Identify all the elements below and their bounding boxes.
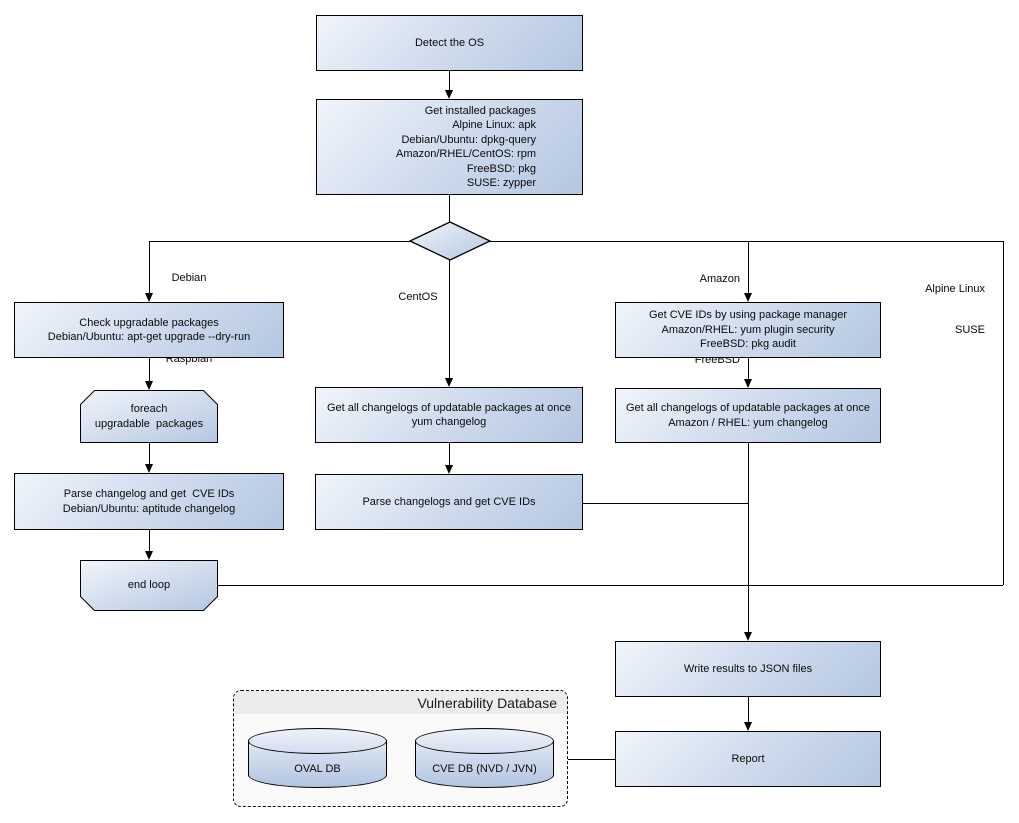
node-write-results: Write results to JSON files	[615, 641, 881, 697]
edge-label-alpine: Alpine Linux SUSE	[925, 283, 985, 336]
arrowhead	[744, 632, 752, 641]
edge-endloop-join	[218, 585, 1003, 586]
edge-amazon-down	[748, 241, 749, 294]
arrowhead	[744, 293, 752, 302]
edge-foreach-to-parse	[149, 443, 150, 465]
edge-yum-to-parse	[449, 443, 450, 466]
edge-detect-to-installed	[449, 71, 450, 91]
node-parse-changelogs-centos: Parse changelogs and get CVE IDs	[315, 474, 583, 530]
oval-db-label: OVAL DB	[294, 763, 341, 775]
cve-db-cylinder: CVE DB (NVD / JVN)	[415, 728, 554, 788]
arrowhead	[744, 379, 752, 388]
arrowhead	[445, 378, 453, 387]
arrowhead	[445, 465, 453, 474]
edge-db-to-report	[554, 759, 615, 760]
node-report: Report	[615, 731, 881, 787]
foreach-loop-shape	[80, 390, 218, 443]
vulnerability-database-title: Vulnerability Database	[234, 691, 567, 714]
edge-decision-left	[149, 241, 410, 242]
edge-cve-to-changelogs	[748, 358, 749, 380]
edge-check-to-foreach	[149, 358, 150, 382]
node-get-changelogs-yum: Get all changelogs of updatable packages…	[315, 387, 583, 443]
edge-write-to-report	[748, 697, 749, 723]
node-get-installed-packages: Get installed packages Alpine Linux: apk…	[316, 99, 583, 195]
node-check-upgradable: Check upgradable packages Debian/Ubuntu:…	[14, 302, 284, 358]
arrowhead	[145, 551, 153, 560]
database-cylinder-top	[248, 728, 387, 754]
node-get-changelogs-amazon: Get all changelogs of updatable packages…	[615, 388, 881, 443]
edge-parse-to-endloop	[149, 530, 150, 552]
decision-diamond	[409, 221, 491, 261]
edge-label-centos: CentOS	[398, 291, 438, 303]
edge-decision-right	[490, 241, 1003, 242]
database-cylinder-top	[415, 728, 554, 754]
arrowhead	[145, 381, 153, 390]
edge-installed-to-decision	[449, 195, 450, 222]
edge-down-to-write	[748, 443, 749, 633]
end-loop-shape	[80, 560, 218, 611]
cve-db-label: CVE DB (NVD / JVN)	[432, 763, 537, 775]
edge-alpine-down	[1003, 241, 1004, 585]
edge-centos-down	[449, 260, 450, 379]
oval-db-cylinder: OVAL DB	[248, 728, 387, 788]
arrowhead	[145, 293, 153, 302]
edge-debian-down	[149, 241, 150, 294]
edge-parsecentos-join	[583, 503, 748, 504]
node-detect-os: Detect the OS	[316, 15, 583, 71]
arrowhead	[445, 90, 453, 99]
node-parse-changelog-debian: Parse changelog and get CVE IDs Debian/U…	[14, 473, 284, 530]
node-get-cve-package-manager: Get CVE IDs by using package manager Ama…	[615, 302, 881, 358]
arrowhead	[744, 722, 752, 731]
arrowhead	[145, 464, 153, 473]
